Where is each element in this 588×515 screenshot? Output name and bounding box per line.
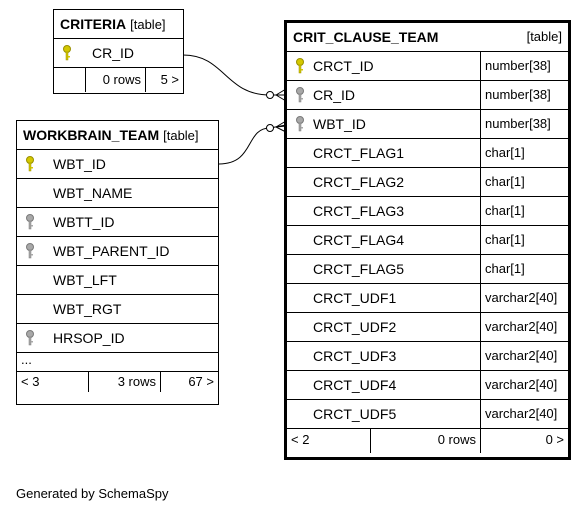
link-workbrain-team-to-crit-clause-team [218,124,287,165]
column-type: varchar2[40] [480,371,568,399]
table-type: [table] [163,128,199,143]
column-name: CR_ID [313,87,356,103]
column-row[interactable]: CRCT_FLAG5 char[1] [287,255,568,284]
column-row[interactable]: CRCT_ID number[38] [287,52,568,81]
column-row[interactable]: CRCT_UDF4 varchar2[40] [287,371,568,400]
column-name: WBT_LFT [53,272,117,288]
table-workbrain-team[interactable]: WORKBRAIN_TEAM[table] WBT_ID WBT_NAME WBTT… [16,120,219,405]
footer-rows: 3 rows [88,372,160,392]
generated-by-label: Generated by SchemaSpy [16,486,169,501]
column-type: varchar2[40] [480,400,568,428]
column-type: char[1] [480,226,568,254]
primary-key-icon [25,156,35,175]
table-footer: < 3 3 rows 67 > [17,372,218,392]
foreign-key-icon [25,214,35,233]
link-criteria-to-crit-clause-team [182,54,286,96]
column-row[interactable]: CR_ID number[38] [287,81,568,110]
foreign-key-icon [295,116,305,135]
foreign-key-icon [295,87,305,106]
column-name: CRCT_FLAG3 [313,203,405,219]
column-name: CRCT_FLAG1 [313,145,405,161]
column-name: CRCT_FLAG5 [313,261,405,277]
primary-key-icon [295,58,305,77]
table-header: CRITERIA[table] [54,10,183,39]
footer-children: 0 > [480,429,568,453]
table-type: [table] [130,17,166,32]
column-row[interactable]: WBT_ID [17,150,218,179]
column-name: CRCT_ID [313,58,374,74]
column-row[interactable]: CRCT_UDF3 varchar2[40] [287,342,568,371]
footer-parents: < 2 [291,432,310,447]
column-row[interactable]: WBT_PARENT_ID [17,237,218,266]
column-type: varchar2[40] [480,313,568,341]
column-row[interactable]: WBT_LFT [17,266,218,295]
column-row[interactable]: CRCT_FLAG4 char[1] [287,226,568,255]
column-name: CRCT_UDF5 [313,406,397,422]
footer-parents [54,68,85,92]
column-name: WBT_NAME [53,185,133,201]
column-type: varchar2[40] [480,342,568,370]
column-row[interactable]: HRSOP_ID [17,324,218,353]
link-end-circle [266,91,274,99]
primary-key-icon [62,45,72,64]
table-name: CRIT_CLAUSE_TEAM [293,29,439,45]
column-type: char[1] [480,197,568,225]
column-row[interactable]: CRCT_UDF2 varchar2[40] [287,313,568,342]
column-row[interactable]: WBT_NAME [17,179,218,208]
column-name: CRCT_UDF4 [313,377,397,393]
column-type: number[38] [480,81,568,109]
column-name: WBTT_ID [53,214,115,230]
column-row[interactable]: CRCT_UDF5 varchar2[40] [287,400,568,429]
column-row[interactable]: WBT_RGT [17,295,218,324]
column-name: CRCT_UDF3 [313,348,397,364]
column-name: CRCT_UDF2 [313,319,397,335]
column-type: char[1] [480,139,568,167]
column-type: number[38] [480,52,568,80]
column-row[interactable]: WBT_ID number[38] [287,110,568,139]
column-row[interactable]: CR_ID [54,39,183,68]
table-name: CRITERIA [60,16,127,32]
column-row[interactable]: CRCT_FLAG3 char[1] [287,197,568,226]
table-header: CRIT_CLAUSE_TEAM [table] [287,23,568,52]
column-type: varchar2[40] [480,284,568,312]
table-footer: < 2 0 rows 0 > [287,429,568,453]
footer-children: 5 > [145,68,183,92]
column-name: CRCT_UDF1 [313,290,397,306]
footer-rows: 0 rows [85,68,145,92]
column-row[interactable]: CRCT_FLAG1 char[1] [287,139,568,168]
table-crit-clause-team[interactable]: CRIT_CLAUSE_TEAM [table] CRCT_ID number[38… [284,20,571,460]
table-type: [table] [526,29,562,44]
column-name: CRCT_FLAG2 [313,174,405,190]
column-type: char[1] [480,168,568,196]
link-end-circle [266,124,274,132]
foreign-key-icon [25,330,35,349]
table-name: WORKBRAIN_TEAM [23,127,160,143]
column-row[interactable]: CRCT_FLAG2 char[1] [287,168,568,197]
foreign-key-icon [25,243,35,262]
column-name: CRCT_FLAG4 [313,232,405,248]
table-header: WORKBRAIN_TEAM[table] [17,121,218,150]
column-name: HRSOP_ID [53,330,125,346]
footer-children: 67 > [160,372,218,392]
column-row[interactable]: WBTT_ID [17,208,218,237]
table-footer: 0 rows 5 > [54,68,183,92]
column-name: WBT_PARENT_ID [53,243,170,259]
column-type: number[38] [480,110,568,138]
column-name: CR_ID [92,45,135,61]
column-row[interactable]: CRCT_UDF1 varchar2[40] [287,284,568,313]
column-name: WBT_ID [53,156,106,172]
footer-parents: < 3 [21,374,40,389]
column-type: char[1] [480,255,568,283]
column-name: WBT_ID [313,116,366,132]
column-name: WBT_RGT [53,301,122,317]
more-columns: ... [17,353,218,372]
table-criteria[interactable]: CRITERIA[table] CR_ID 0 rows 5 > [53,9,184,94]
footer-rows: 0 rows [370,429,480,453]
